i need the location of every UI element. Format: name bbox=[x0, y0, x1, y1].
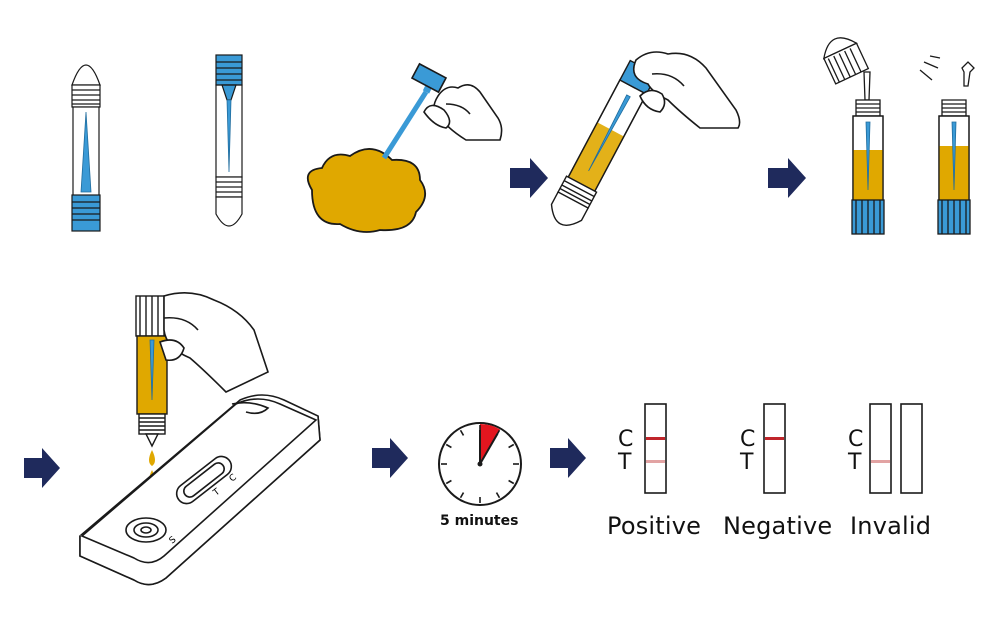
swab-tube-icon bbox=[550, 59, 658, 226]
stool-sample-icon bbox=[306, 148, 426, 233]
hand-icon bbox=[158, 292, 269, 393]
test-strip-icon bbox=[644, 403, 667, 494]
swab-tube-icon bbox=[135, 295, 169, 504]
timer-icon bbox=[438, 422, 522, 506]
swab-tube-icon bbox=[215, 54, 243, 227]
cassette-s-label: S bbox=[168, 535, 179, 547]
cassette-t-label: T bbox=[211, 487, 223, 499]
cassette-c-label: C bbox=[228, 473, 239, 485]
timer-tick bbox=[508, 479, 515, 485]
test-strip-icon bbox=[869, 403, 892, 494]
timer-tick bbox=[445, 479, 452, 485]
result-label-negative: Negative bbox=[723, 512, 833, 540]
control-line bbox=[646, 437, 665, 440]
test-strip-icon bbox=[763, 403, 786, 494]
strip-positive-t-label: T bbox=[618, 450, 632, 475]
timer-tick bbox=[459, 429, 465, 436]
arrow-right-icon bbox=[510, 158, 548, 198]
arrow-right-icon bbox=[550, 438, 586, 478]
test-cassette-icon bbox=[79, 394, 321, 586]
arrow-right-icon bbox=[24, 448, 60, 488]
swab-tube-icon bbox=[823, 37, 975, 235]
hand-icon bbox=[381, 62, 503, 160]
control-line bbox=[765, 437, 784, 440]
strip-negative-c-label: C bbox=[740, 427, 756, 452]
timer-label: 5 minutes bbox=[440, 513, 519, 529]
test-line bbox=[646, 460, 665, 463]
test-line bbox=[871, 460, 890, 463]
timer-tick bbox=[445, 443, 452, 449]
strip-invalid-c-label: C bbox=[848, 427, 864, 452]
hand-icon bbox=[632, 51, 741, 129]
swab-tube-icon bbox=[71, 64, 101, 232]
arrow-right-icon bbox=[768, 158, 806, 198]
timer-tick bbox=[508, 443, 515, 449]
test-strip-icon bbox=[900, 403, 923, 494]
strip-negative-t-label: T bbox=[740, 450, 754, 475]
timer-tick bbox=[459, 492, 465, 499]
result-label-positive: Positive bbox=[607, 512, 702, 540]
strip-positive-c-label: C bbox=[618, 427, 634, 452]
strip-invalid-t-label: T bbox=[848, 450, 862, 475]
result-strips bbox=[644, 403, 923, 494]
result-label-invalid: Invalid bbox=[850, 512, 932, 540]
timer-tick bbox=[495, 492, 501, 499]
arrow-right-icon bbox=[372, 438, 408, 478]
